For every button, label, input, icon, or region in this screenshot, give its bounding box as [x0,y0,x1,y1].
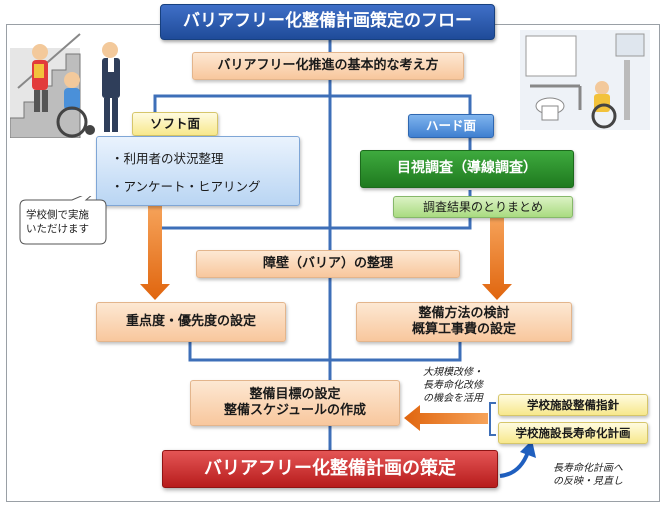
soft-item: ・利用者の状況整理 [111,151,224,166]
reflect-note: 長寿命化計画へ の反映・見直し [553,463,623,487]
renovation-arrow [404,405,488,431]
goal-line1: 整備目標の設定 [249,386,341,402]
visual-survey-box: 目視調査（導線調査） [360,150,574,188]
renovation-note: 大規模改修・ 長寿命化改修 の機会を活用 [423,367,483,404]
wheelchair-stairs-illustration [10,33,120,138]
diagram-title: バリアフリー化整備計画策定のフロー [160,4,495,40]
method-box: 整備方法の検討 概算工事費の設定 [356,302,572,342]
hard-label: ハード面 [408,114,494,138]
speech-bubble-shape [19,196,107,245]
reflect-arrow-head [520,440,536,458]
reflect-arrow [499,451,530,478]
goal-line2: 整備スケジュールの作成 [223,403,367,418]
basic-policy-box: バリアフリー化推進の基本的な考え方 [192,52,464,80]
accessible-toilet-illustration [520,30,650,130]
guideline-bracket [489,402,496,436]
barrier-box: 障壁（バリア）の整理 [196,250,460,278]
priority-box: 重点度・優先度の設定 [96,302,286,342]
method-line1: 整備方法の検討 [418,305,510,321]
method-line2: 概算工事費の設定 [411,322,516,337]
survey-summary-box: 調査結果のとりまとめ [393,196,573,218]
soft-label: ソフト面 [132,112,218,136]
school-note-bubble: 学校側で実施 いただけます [26,209,89,236]
soft-down-arrow [140,206,170,300]
guideline-box-facility: 学校施設整備指針 [498,394,648,416]
branch-line [153,94,472,118]
final-plan-box: バリアフリー化整備計画の策定 [162,450,498,488]
soft-items-box: ・利用者の状況整理 ・アンケート・ヒアリング [96,136,300,206]
goal-box: 整備目標の設定 整備スケジュールの作成 [190,380,400,426]
priority-join-line [188,342,462,362]
guideline-box-longevity: 学校施設長寿命化計画 [498,422,648,444]
hard-down-arrow [482,216,512,300]
soft-item: ・アンケート・ヒアリング [111,179,261,194]
